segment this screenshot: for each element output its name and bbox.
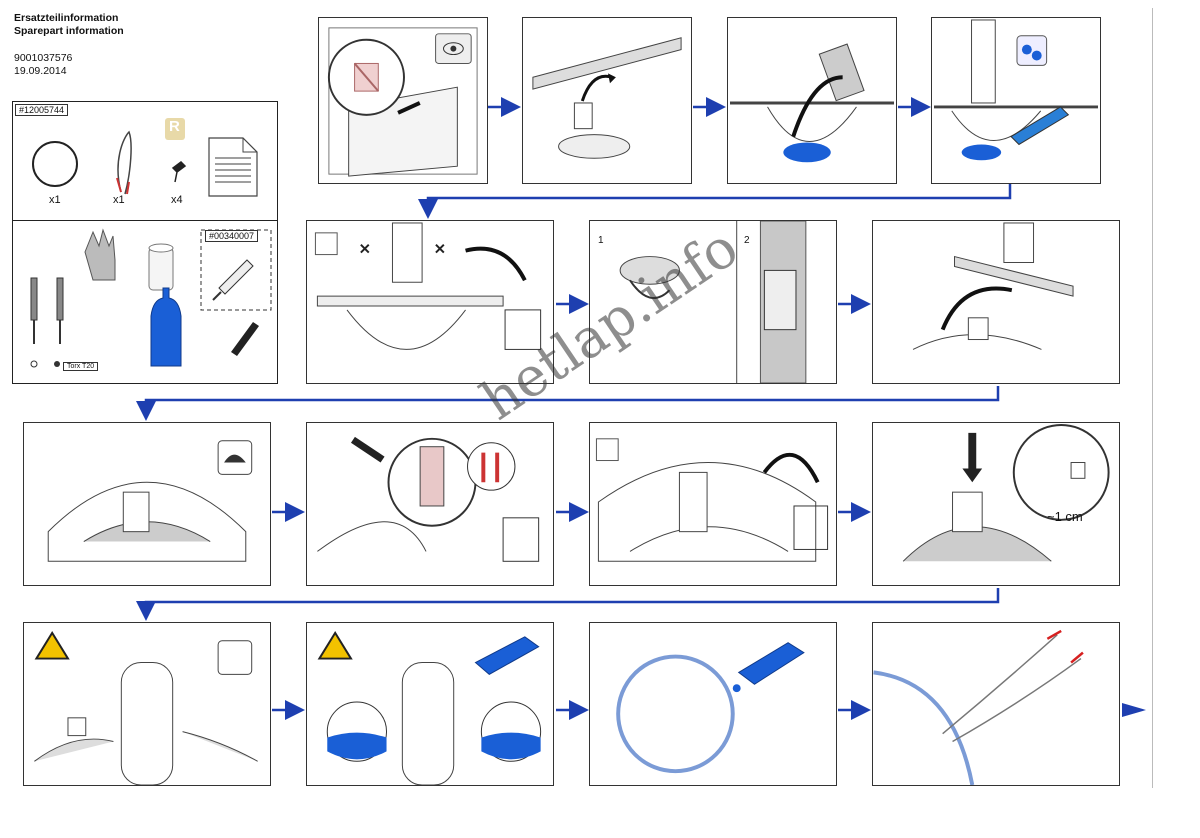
seal-ring-icon [32,141,78,187]
parts-illustrations [30,118,272,368]
step-14-lubricate-seal [589,622,837,786]
water-drops-icon [1016,35,1048,66]
wire-qty: x1 [113,194,125,206]
waste-bin-icon [502,517,540,562]
water-pool [783,142,831,163]
page-edge-line [1152,8,1153,788]
warning-icon [317,630,353,660]
filter [558,134,631,159]
continue-arrow-icon [1122,703,1146,717]
screw-right-icon [435,244,445,254]
step-13-apply-detergent [306,622,554,786]
gap-label: ~1 cm [1047,509,1083,524]
document-header: Ersatzteilinformation Sparepart informat… [14,12,124,78]
tool-kit-frame [200,229,272,311]
reference-badge-bg [165,118,185,140]
document-icon [208,137,258,197]
waste-bin-icon [504,309,542,350]
kit-id-tag: #12005744 [15,104,69,116]
step-4-pump-water [931,17,1101,184]
cleaning-icon [217,640,253,675]
step-9-cut-old-seal [306,422,554,586]
step-10-unscrew-cover [589,422,837,586]
title-german: Ersatzteilinformation [14,12,119,24]
screwdriver-flat-icon [30,277,38,321]
step-6-release-catches: 1 2 [589,220,837,384]
warning-icon [34,630,70,660]
step-12-clean-area [23,622,271,786]
step-15-insert-seal [872,622,1120,786]
step-11-press-seal: ~1 cm [872,422,1120,586]
wire-icon [117,130,132,195]
detergent-bottle-icon [737,642,805,685]
syringe-icon [218,259,254,295]
detergent-bottle-icon [150,287,182,367]
torx-icon [314,232,338,256]
step-8-clean-seat [23,422,271,586]
gloves-icon [84,228,116,281]
part-number: 9001037576 [14,52,73,64]
parts-and-tools-box: #12005744 x1 x1 x4 R #00340007 Torx T20 [12,101,278,384]
arrow-row2-row3 [136,386,1000,421]
step-5-unscrew [306,220,554,384]
title-english: Sparepart information [14,25,124,37]
document-date: 19.09.2014 [14,65,67,77]
paper-towel-icon [148,247,174,291]
tool-kit-id-tag: #00340007 [205,230,259,242]
reference-badge: R [169,118,180,135]
screw-qty: x4 [171,194,183,206]
parts-divider [13,220,277,221]
wire-tip-icon [116,177,130,195]
substep-1-label: 1 [598,235,604,246]
step-7-lift-arm [872,220,1120,384]
substep-2-label: 2 [744,235,750,246]
cutter-icon [350,436,385,463]
screwdriver-torx-icon [56,277,64,321]
step-3-remove-filter [727,17,897,184]
step-2-remove-spray-arm [522,17,692,184]
spray-arm [532,37,682,90]
new-seal-ring [616,654,735,774]
cutter-knife-icon [231,322,259,356]
waste-bin-icon [793,505,829,550]
screw-left-icon [360,244,370,254]
detergent-bottle-icon [474,636,540,675]
step-1-open-door [318,17,488,184]
torx-label: Torx T20 [63,362,99,371]
seal-qty: x1 [49,194,61,206]
syringe-icon [1010,106,1070,146]
screw-icon [171,161,187,183]
arrow-row1-row2 [418,184,1012,219]
torx-icon [595,438,619,462]
arrow-row3-row4 [136,588,1000,621]
